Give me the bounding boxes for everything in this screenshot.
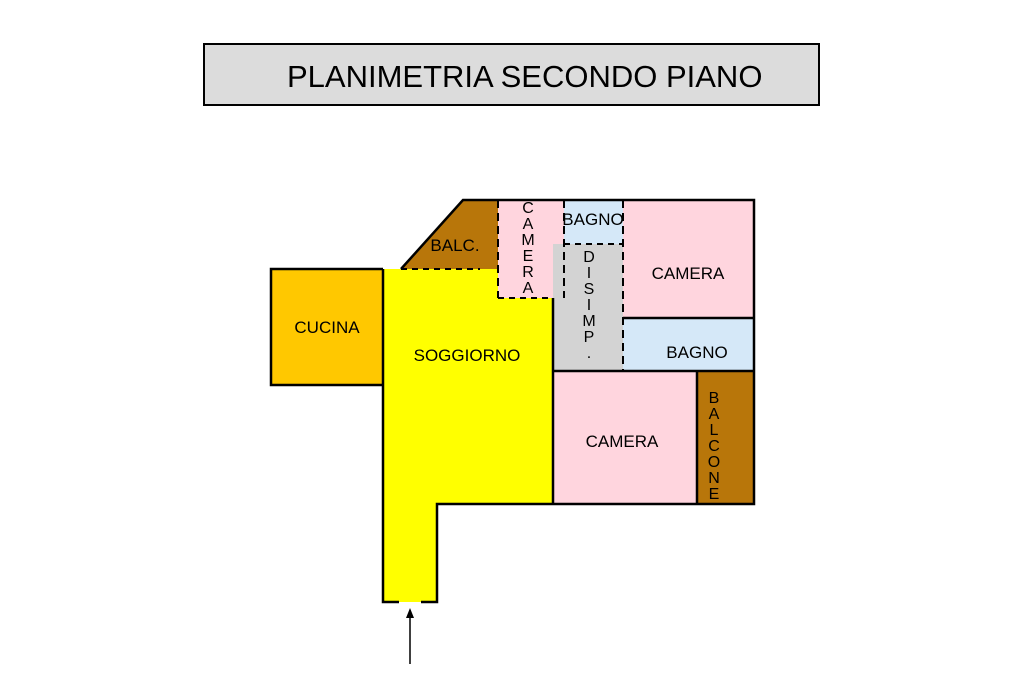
room-bagno-right [623, 318, 754, 371]
room-cucina [271, 269, 383, 385]
letter: C [708, 438, 720, 455]
label-disimp: D I S I M P . [582, 249, 595, 362]
label-balc-small: BALC. [430, 236, 479, 255]
walls [269, 198, 756, 604]
room-bagno-top [564, 200, 623, 244]
label-camera-bottom: CAMERA [586, 432, 659, 451]
label-bagno-right: BAGNO [666, 343, 727, 362]
label-balcone: B A L C O N E [708, 390, 720, 503]
letter: . [587, 345, 591, 362]
letter: C [522, 200, 534, 217]
label-camera-top-right: CAMERA [652, 264, 725, 283]
letter: D [583, 249, 595, 266]
room-camera-top-right [623, 200, 754, 318]
letter: L [710, 422, 719, 439]
title-box: PLANIMETRIA SECONDO PIANO [203, 43, 820, 106]
label-camera-small: C A M E R A [521, 200, 534, 297]
letter: N [708, 470, 720, 487]
room-camera-bottom [553, 371, 697, 504]
letter: M [521, 232, 534, 249]
label-cucina: CUCINA [294, 318, 360, 337]
room-soggiorno [383, 269, 553, 602]
letter: A [523, 280, 534, 297]
page-title: PLANIMETRIA SECONDO PIANO [287, 59, 763, 94]
letter: A [523, 216, 534, 233]
label-soggiorno: SOGGIORNO [414, 346, 521, 365]
room-balc-small [401, 200, 498, 269]
letter: E [523, 248, 534, 265]
letter: O [708, 454, 720, 471]
letter: P [584, 329, 595, 346]
letter: B [709, 390, 720, 407]
up-arrow-icon [406, 608, 414, 664]
label-bagno-top: BAGNO [562, 210, 623, 229]
room-balcone [697, 371, 754, 504]
letter: I [587, 297, 591, 314]
letter: E [709, 486, 720, 503]
letter: M [582, 313, 595, 330]
letter: S [584, 281, 595, 298]
letter: I [587, 265, 591, 282]
letter: R [522, 264, 534, 281]
letter: A [709, 406, 720, 423]
